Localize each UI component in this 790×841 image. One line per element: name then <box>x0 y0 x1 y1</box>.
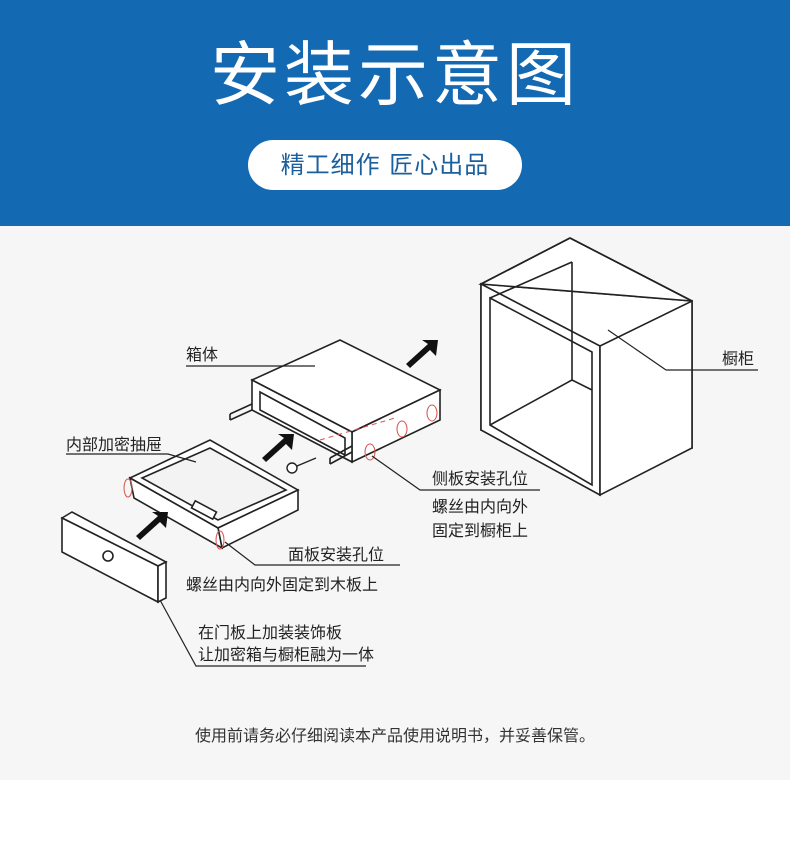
label-door-2: 让加密箱与橱柜融为一体 <box>198 645 374 664</box>
label-box-body: 箱体 <box>186 345 218 364</box>
cabinet-leader-line <box>607 329 667 371</box>
page-title: 安装示意图 <box>210 34 580 116</box>
box-side-holes <box>319 404 438 461</box>
header-banner: 安装示意图 精工细作 匠心出品 <box>0 0 790 226</box>
label-face-holes-1: 面板安装孔位 <box>288 545 384 564</box>
label-side-holes-2: 螺丝由内向外 <box>432 497 528 516</box>
inner-drawer-drawing <box>128 439 300 550</box>
label-cabinet: 橱柜 <box>722 349 754 368</box>
face-holes-leader-line <box>224 541 400 566</box>
label-face-holes-2: 螺丝由内向外固定到木板上 <box>186 575 378 594</box>
label-door-1: 在门板上加装装饰板 <box>198 623 342 642</box>
arrow-icon <box>136 512 168 540</box>
door-leader-line <box>159 599 366 667</box>
arrow-icon <box>262 434 294 462</box>
slogan-badge: 精工细作 匠心出品 <box>248 140 522 190</box>
label-inner-drawer: 内部加密抽屉 <box>66 435 162 454</box>
door-panel-drawing <box>60 511 168 604</box>
side-holes-leader-line <box>371 455 540 491</box>
screw-icon <box>286 457 317 474</box>
label-side-holes-1: 侧板安装孔位 <box>432 469 528 488</box>
label-side-holes-3: 固定到橱柜上 <box>432 521 528 540</box>
footer-note: 使用前请务必仔细阅读本产品使用说明书，并妥善保管。 <box>194 726 595 745</box>
box-body-drawing <box>229 339 442 465</box>
cabinet-drawing <box>478 237 693 497</box>
inner-drawer-leader-line <box>66 453 197 463</box>
drawer-holes <box>123 478 225 550</box>
arrow-icon <box>406 340 438 368</box>
